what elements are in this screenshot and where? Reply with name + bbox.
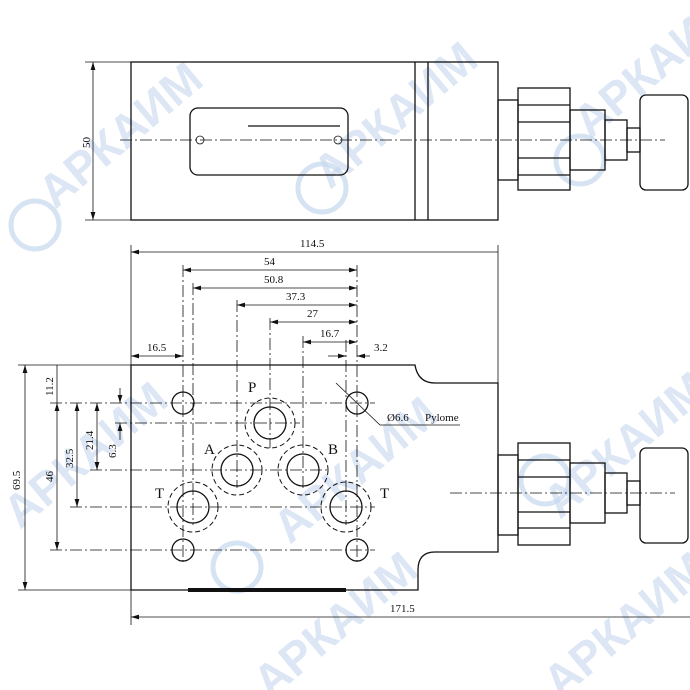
- dim-32-5: 32.5: [64, 448, 76, 468]
- label: АРКАИМ: [533, 541, 690, 690]
- drawing-line: [345, 538, 369, 562]
- dim-69-5: 69.5: [11, 470, 23, 490]
- label: АРКАИМ: [243, 541, 427, 690]
- port-b-label: B: [328, 442, 338, 458]
- drawing-line: [130, 364, 499, 591]
- hole-diameter: Ø6.6: [387, 412, 409, 424]
- adjust-knob: [497, 442, 689, 546]
- drawing-line: [244, 397, 296, 449]
- dim-114-5: 114.5: [300, 238, 325, 250]
- port-t-right-label: T: [380, 486, 389, 502]
- label: АРКАИМ: [303, 31, 487, 197]
- drawing-line: [335, 382, 381, 426]
- dim-16-7: 16.7: [320, 328, 340, 340]
- drawing-line: [171, 538, 195, 562]
- dim-height: 50: [81, 137, 93, 149]
- port-a-label: A: [204, 442, 215, 458]
- dim-21-4: 21.4: [84, 430, 96, 450]
- drawing-line: [253, 406, 287, 440]
- drawing-line: [518, 453, 572, 507]
- drawing-line: [329, 490, 363, 524]
- label: АРКАИМ: [28, 51, 212, 217]
- dim-6-3: 6.3: [107, 444, 119, 458]
- drawing-line: [277, 444, 329, 496]
- dim-54: 54: [264, 256, 276, 268]
- dim-171-5: 171.5: [390, 603, 415, 615]
- dim-3-2: 3.2: [374, 342, 388, 354]
- drawing-line: [320, 481, 372, 533]
- top-view: 50: [81, 61, 689, 221]
- drawing-line: [220, 453, 254, 487]
- drawing-line: [553, 133, 607, 187]
- drawing-line: [176, 490, 210, 524]
- port-t-left-label: T: [155, 486, 164, 502]
- drawing-line: [167, 481, 219, 533]
- drawing-line: [8, 198, 62, 252]
- drawing-line: [639, 94, 689, 191]
- port-p-label: P: [248, 380, 256, 396]
- label: АРКАИМ: [263, 386, 447, 552]
- dim-11-2: 11.2: [44, 377, 56, 396]
- drawing-line: [345, 391, 369, 415]
- dim-27: 27: [307, 308, 319, 320]
- mounting-holes: [171, 391, 369, 562]
- label: АРКАИМ: [0, 371, 177, 537]
- drawing-line: [295, 161, 349, 215]
- dim-37-3: 37.3: [286, 291, 306, 303]
- dim-46: 46: [44, 471, 56, 483]
- hole-note: Pylome: [425, 412, 459, 424]
- ports: [167, 397, 372, 533]
- drawing-line: [639, 447, 689, 544]
- drawing-line: [171, 391, 195, 415]
- drawing-line: [211, 444, 263, 496]
- dim-16-5: 16.5: [147, 342, 167, 354]
- adjust-knob: [497, 87, 689, 191]
- bottom-view: P A B T T Ø6.6 Pylome 114.5 54 50.8 37.3…: [11, 238, 690, 625]
- dim-50-8: 50.8: [264, 274, 284, 286]
- drawing-line: [286, 453, 320, 487]
- drawing-line: [497, 454, 519, 536]
- drawing-line: [189, 107, 349, 176]
